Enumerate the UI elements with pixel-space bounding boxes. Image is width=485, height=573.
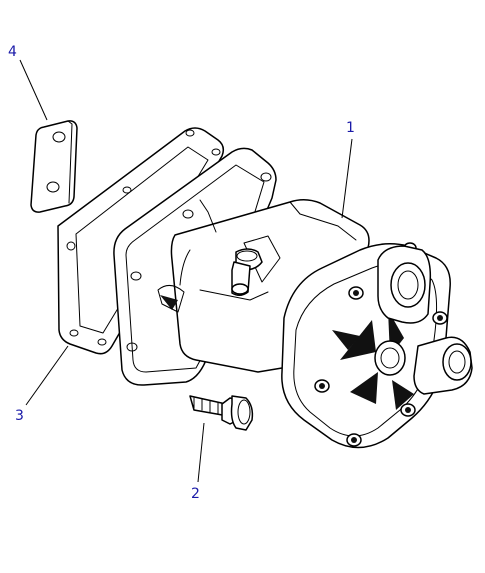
callout-1: 1 bbox=[346, 120, 355, 136]
leader-4 bbox=[19, 59, 48, 121]
callout-labels: 1 2 3 4 bbox=[8, 44, 355, 502]
callout-leaders bbox=[19, 59, 353, 483]
callout-4: 4 bbox=[8, 44, 17, 60]
callout-3: 3 bbox=[15, 408, 24, 424]
part-4-plate bbox=[30, 120, 78, 213]
callout-2: 2 bbox=[191, 486, 200, 502]
part-1-pump bbox=[113, 147, 473, 449]
leader-2 bbox=[197, 422, 205, 483]
leader-3 bbox=[25, 345, 69, 406]
leader-1 bbox=[341, 138, 353, 219]
part-2-bolt bbox=[189, 395, 254, 431]
